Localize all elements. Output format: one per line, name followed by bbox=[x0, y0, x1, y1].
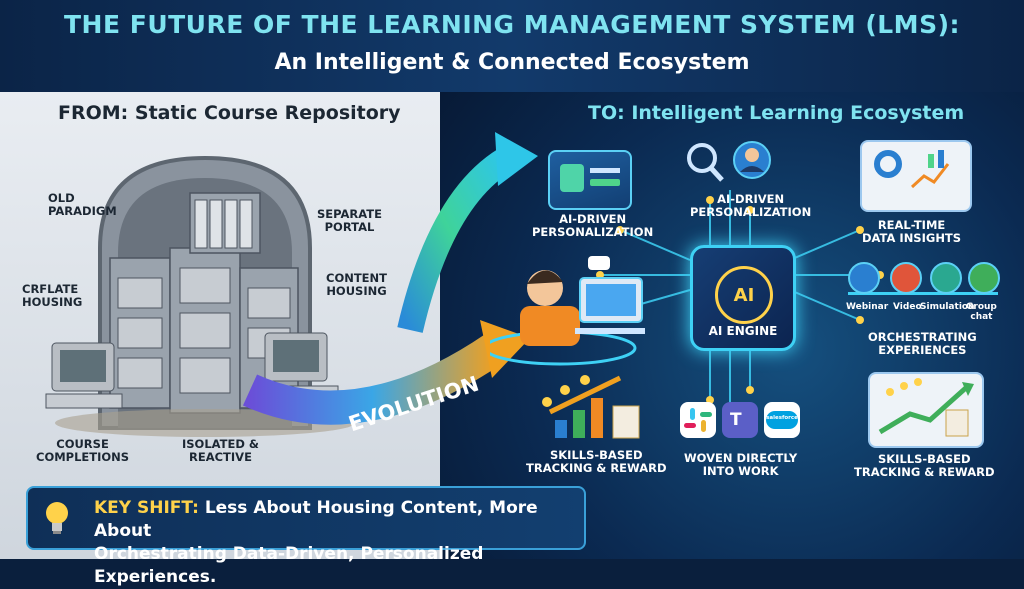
label-isolated-reactive: ISOLATED & REACTIVE bbox=[182, 437, 259, 465]
label-content-housing: CONTENT HOUSING bbox=[326, 271, 388, 299]
title-banner: THE FUTURE OF THE LEARNING MANAGEMENT SY… bbox=[0, 0, 1024, 92]
timeline-webinar: Webinar bbox=[846, 302, 889, 312]
label-orchestrating: ORCHESTRATING EXPERIENCES bbox=[868, 330, 977, 358]
page-subtitle: An Intelligent & Connected Ecosystem bbox=[274, 50, 750, 75]
dashboard-icon bbox=[860, 140, 972, 212]
learner-at-computer-illustration bbox=[490, 256, 645, 366]
ai-engine-label: AI ENGINE bbox=[708, 324, 778, 338]
label-crflate-housing: CRFLATE HOUSING bbox=[22, 282, 83, 310]
left-heading: FROM: Static Course Repository bbox=[58, 102, 401, 124]
circuit-lines bbox=[596, 190, 884, 410]
label-personalization-top: AI-DRIVEN PERSONALIZATION bbox=[690, 192, 812, 220]
key-shift-line2: Orchestrating Data-Driven, Personalized … bbox=[94, 543, 484, 587]
key-shift-prefix: KEY SHIFT: bbox=[94, 498, 199, 518]
timeline-video: Video bbox=[893, 302, 922, 312]
teams-icon: T bbox=[722, 402, 758, 438]
timeline-simulation: Simulation bbox=[920, 302, 975, 312]
growth-chart-stars-icon bbox=[542, 375, 640, 439]
label-separate-portal: SEPARATE PORTAL bbox=[317, 207, 382, 235]
label-course-completions: COURSE COMPLETIONS bbox=[36, 437, 130, 465]
timeline-group-chat: Group chat bbox=[966, 302, 997, 322]
salesforce-logo-text: salesforce bbox=[766, 415, 798, 421]
slack-icon bbox=[680, 402, 716, 438]
profile-card-icon bbox=[548, 150, 632, 210]
evolution-arrows bbox=[242, 132, 538, 425]
group-chat-icon bbox=[968, 262, 1000, 294]
label-real-time: REAL-TIME DATA INSIGHTS bbox=[862, 218, 962, 246]
skills-dashboard-icon bbox=[868, 372, 984, 448]
magnifier-user-icon bbox=[687, 141, 771, 182]
key-shift-line1: Less About Housing Content, More About bbox=[94, 498, 538, 541]
old-computer-left bbox=[45, 342, 123, 409]
ai-engine-chip: AI AI ENGINE bbox=[690, 245, 796, 351]
right-heading: TO: Intelligent Learning Ecosystem bbox=[588, 102, 965, 124]
key-shift-text: KEY SHIFT: Less About Housing Content, M… bbox=[94, 497, 584, 589]
label-personalization-left: AI-DRIVEN PERSONALIZATION bbox=[532, 212, 654, 240]
simulation-icon bbox=[930, 262, 962, 294]
ai-chip-core: AI bbox=[715, 266, 773, 324]
salesforce-icon: salesforce bbox=[764, 402, 800, 438]
label-woven: WOVEN DIRECTLY INTO WORK bbox=[684, 451, 798, 479]
key-shift-box: KEY SHIFT: Less About Housing Content, M… bbox=[26, 486, 586, 587]
timeline-line bbox=[848, 292, 998, 295]
archive-vault-illustration bbox=[45, 155, 355, 437]
label-skills-left: SKILLS-BASED TRACKING & REWARD bbox=[526, 448, 667, 476]
label-skills-right: SKILLS-BASED TRACKING & REWARD bbox=[854, 452, 995, 480]
video-icon bbox=[890, 262, 922, 294]
label-old-paradigm: OLD PARADIGM bbox=[48, 191, 117, 219]
lightbulb-icon bbox=[46, 502, 68, 534]
webinar-icon bbox=[848, 262, 880, 294]
page-title: THE FUTURE OF THE LEARNING MANAGEMENT SY… bbox=[63, 10, 960, 39]
